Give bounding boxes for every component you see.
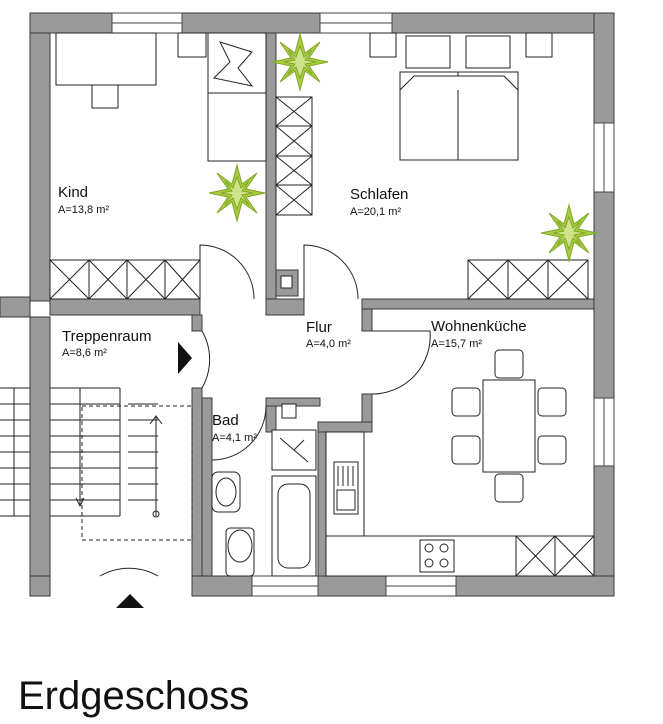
room-name-bad: Bad <box>212 412 239 429</box>
room-area-kind: A=13,8 m² <box>58 204 109 216</box>
main-entry-arrow-icon <box>116 594 144 608</box>
stairs <box>0 387 193 541</box>
shafts <box>280 275 297 419</box>
room-name-wohnkueche: Wohnenküche <box>431 318 527 335</box>
room-name-kind: Kind <box>58 184 88 201</box>
room-area-treppenraum: A=8,6 m² <box>62 347 107 359</box>
room-name-treppenraum: Treppenraum <box>62 328 152 345</box>
doors <box>99 244 431 577</box>
room-area-bad: A=4,1 m² <box>212 432 257 444</box>
room-area-flur: A=4,0 m² <box>306 338 351 350</box>
room-area-schlafen: A=20,1 m² <box>350 206 401 218</box>
windows <box>111 12 615 597</box>
kind-furniture <box>49 32 267 300</box>
walls <box>0 12 615 597</box>
room-name-flur: Flur <box>306 319 332 336</box>
schlafen-furniture <box>275 32 589 300</box>
plants <box>208 32 598 263</box>
entry-arrow-icon <box>178 342 192 374</box>
wohnkueche-furniture <box>325 349 595 577</box>
bad-fixtures <box>211 429 317 577</box>
room-name-schlafen: Schlafen <box>350 186 408 203</box>
floor-title: Erdgeschoss <box>18 674 250 718</box>
room-area-wohnkueche: A=15,7 m² <box>431 338 482 350</box>
